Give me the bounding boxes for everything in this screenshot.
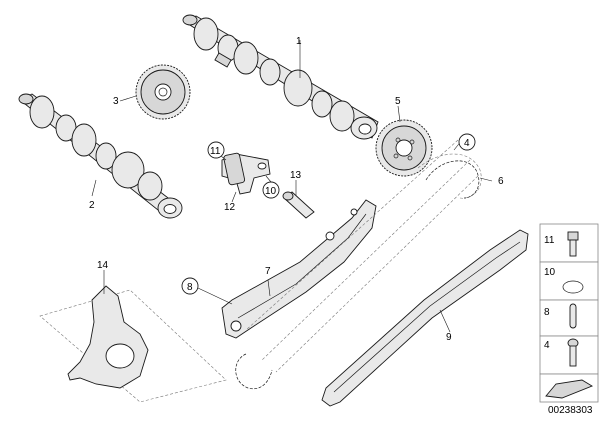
cover-14 bbox=[39, 285, 227, 403]
callout-4-ring bbox=[458, 133, 476, 151]
sprocket-5 bbox=[375, 119, 433, 177]
callout-4: 4 bbox=[464, 138, 470, 149]
screw-icon bbox=[567, 338, 579, 367]
callout-5: 5 bbox=[395, 96, 401, 107]
callout-9: 9 bbox=[446, 332, 452, 343]
callout-10-ring bbox=[262, 181, 280, 199]
timing-chain-6 bbox=[235, 139, 482, 390]
callout-6: 6 bbox=[498, 176, 504, 187]
o-ring-icon bbox=[562, 280, 584, 294]
legend-cell-3 bbox=[539, 299, 599, 337]
arrow-right-icon bbox=[545, 379, 594, 399]
pin-13 bbox=[282, 191, 315, 219]
legend-cell-2 bbox=[539, 261, 599, 301]
tensioner-rail-7 bbox=[221, 199, 377, 339]
callout-13: 13 bbox=[290, 170, 302, 181]
legend-label-4: 4 bbox=[544, 340, 550, 351]
legend-label-3: 8 bbox=[544, 307, 550, 318]
callout-7: 7 bbox=[265, 266, 271, 277]
camshaft-lower bbox=[18, 93, 183, 219]
callout-8-ring bbox=[181, 277, 199, 295]
callout-12: 12 bbox=[224, 202, 236, 213]
camshaft-upper bbox=[182, 14, 379, 140]
callout-10: 10 bbox=[265, 186, 277, 197]
callout-11: 11 bbox=[210, 146, 221, 157]
legend-label-1: 11 bbox=[544, 235, 555, 246]
sprocket-3 bbox=[135, 64, 191, 120]
callout-11-ring bbox=[207, 141, 225, 159]
callout-2: 2 bbox=[89, 200, 95, 211]
callout-3: 3 bbox=[113, 96, 119, 107]
bolt-icon bbox=[567, 231, 579, 257]
legend-label-2: 10 bbox=[544, 267, 556, 278]
callout-14: 14 bbox=[97, 260, 109, 271]
drawing-number: 00238303 bbox=[548, 405, 593, 416]
pin-icon bbox=[569, 303, 577, 329]
callout-1: 1 bbox=[296, 36, 302, 47]
parts-legend: 11 10 8 4 bbox=[539, 223, 599, 403]
guide-rail-9 bbox=[321, 229, 529, 407]
callout-8: 8 bbox=[187, 282, 193, 293]
legend-cell-1 bbox=[539, 223, 599, 263]
bracket-12 bbox=[221, 152, 271, 195]
